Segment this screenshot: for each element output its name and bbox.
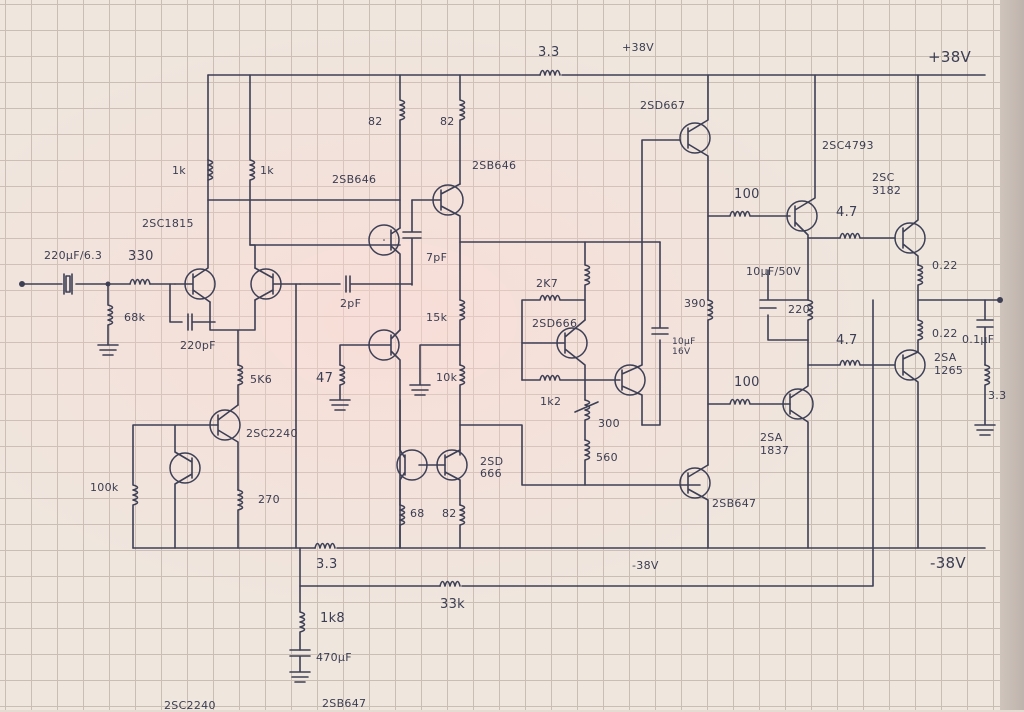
label-bias-transistor: 2SD666 xyxy=(532,317,578,330)
label-47: 47 xyxy=(316,371,334,386)
label-100k: 100k xyxy=(90,481,119,494)
paper-edge xyxy=(1000,0,1024,710)
label-footer-a: 2SC2240 xyxy=(164,699,216,712)
label-1k8: 1k8 xyxy=(320,611,345,626)
bias-spreader xyxy=(521,139,681,486)
input-section xyxy=(19,273,216,356)
label-10uf-50v: 10µF/50V xyxy=(746,265,801,278)
label-2sb646-a: 2SB646 xyxy=(332,173,377,186)
label-220pf: 220pF xyxy=(180,339,216,352)
label-1k2: 1k2 xyxy=(540,395,562,408)
label-82-c: 82 xyxy=(442,507,457,520)
label-rail-top-mid: +38V xyxy=(622,41,654,54)
label-390: 390 xyxy=(684,297,706,310)
label-10k: 10k xyxy=(436,371,458,384)
label-3r3-zobel: 3.3 xyxy=(988,389,1007,402)
label-rail-bottom-right: -38V xyxy=(930,554,966,572)
label-2k7: 2K7 xyxy=(536,277,559,290)
label-rail-top-right: +38V xyxy=(928,48,972,66)
label-82-b: 82 xyxy=(440,115,455,128)
label-68: 68 xyxy=(410,507,425,520)
label-2pf: 2pF xyxy=(340,297,362,310)
negative-rail xyxy=(132,542,986,549)
label-q1: 2SC1815 xyxy=(142,217,194,230)
label-2sc4793: 2SC4793 xyxy=(822,139,874,152)
label-input-resistor: 330 xyxy=(128,249,154,264)
label-0r22-b: 0.22 xyxy=(932,327,958,340)
label-100-a: 100 xyxy=(734,187,760,202)
output-stage xyxy=(894,74,1003,549)
label-2sb646-b: 2SB646 xyxy=(472,159,517,172)
label-10uf-16v: 10µF 16V xyxy=(672,337,696,357)
label-68k: 68k xyxy=(124,311,146,324)
label-33k: 33k xyxy=(440,597,465,612)
label-470uf: 470µF xyxy=(316,651,352,664)
feedback-line xyxy=(299,299,874,587)
label-3r3-bottom: 3.3 xyxy=(316,557,338,572)
label-2sa1265: 2SA 1265 xyxy=(934,351,964,377)
label-270: 270 xyxy=(258,493,280,506)
label-82-a: 82 xyxy=(368,115,383,128)
label-7pf: 7pF xyxy=(426,251,448,264)
label-100-b: 100 xyxy=(734,375,760,390)
label-220: 220 xyxy=(788,303,810,316)
label-1k-b: 1k xyxy=(260,164,274,177)
label-q-vbe: 2SC2240 xyxy=(246,427,298,440)
label-2sd667: 2SD667 xyxy=(640,99,686,112)
label-15k: 15k xyxy=(426,311,448,324)
ltp-stage xyxy=(174,74,401,549)
driver-stage xyxy=(679,74,896,549)
label-2sb647: 2SB647 xyxy=(712,497,757,510)
label-pot-300: 300 xyxy=(598,417,620,430)
label-1k-a: 1k xyxy=(172,164,186,177)
feedback-shunt xyxy=(289,547,311,683)
positive-rail xyxy=(207,69,986,76)
label-5k6: 5K6 xyxy=(250,373,273,386)
current-source xyxy=(132,404,244,549)
label-2sa1837: 2SA 1837 xyxy=(760,431,790,457)
label-3r3-top: 3.3 xyxy=(538,45,560,60)
label-2sc3182: 2SC 3182 xyxy=(872,171,902,197)
label-560: 560 xyxy=(596,451,618,464)
vas-stage xyxy=(299,74,701,549)
label-footer-b: 2SB647 xyxy=(322,697,367,710)
label-input-cap: 220µF/6.3 xyxy=(44,249,103,262)
label-4r7-a: 4.7 xyxy=(836,205,858,220)
label-rail-bottom-mid: -38V xyxy=(632,559,659,572)
label-0r22-a: 0.22 xyxy=(932,259,958,272)
label-0r1uf: 0.1µF xyxy=(962,333,995,346)
label-4r7-b: 4.7 xyxy=(836,333,858,348)
label-mirror-transistor: 2SD 666 xyxy=(480,455,504,481)
